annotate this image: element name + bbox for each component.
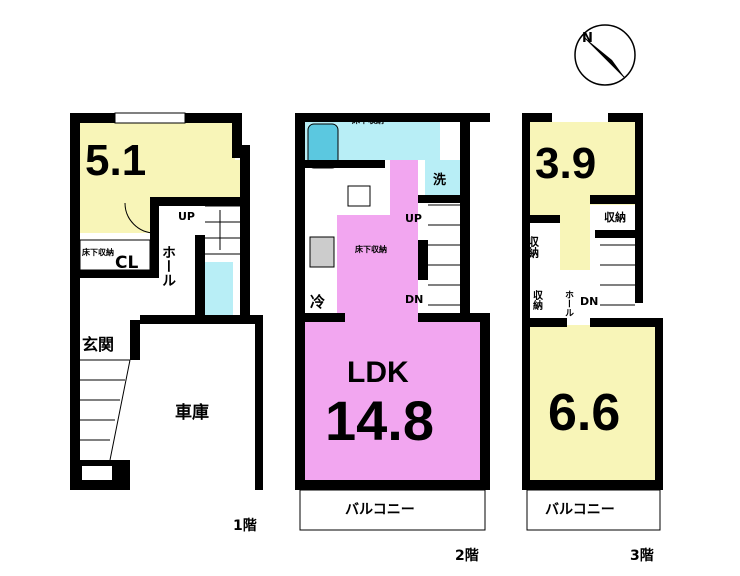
entrance-label: 玄関 <box>82 335 114 354</box>
closet-label: CL <box>115 253 138 273</box>
ldk-label: LDK <box>347 356 409 389</box>
stairs-up-label: UP <box>405 212 422 225</box>
laundry-label: 洗 <box>433 172 446 188</box>
stairs-down-label: DN <box>580 295 598 308</box>
floor-2-label: 2階 <box>455 547 479 564</box>
stove-icon <box>347 185 371 207</box>
storage-label: 収納 <box>604 210 626 224</box>
underfloor-storage-bath-label: 床下収納 <box>352 115 384 125</box>
balcony-3f <box>526 489 661 531</box>
stairs-down-label: DN <box>405 293 423 306</box>
floor-1-label: 1階 <box>233 517 257 534</box>
laundry <box>425 160 460 195</box>
ldk-room <box>305 160 480 480</box>
floor-2: 床下収納 床下収納 洗 冷 UP DN LDK 14.8 バルコニー 2階 <box>295 113 490 564</box>
room-3-9 <box>530 122 635 270</box>
room-3-9-size-label: 3.9 <box>535 139 596 188</box>
floor-3: 3.9 6.6 収納 収納 収納 ホール DN バルコニー 3階 <box>522 113 663 564</box>
room-6-6 <box>530 325 655 480</box>
ldk-size-label: 14.8 <box>325 389 434 452</box>
hall-label: ホール <box>160 245 176 287</box>
floor-3-label: 3階 <box>630 547 654 564</box>
floor-1: 5.1 CL 床下収納 UP ホール 玄関 車庫 1階 <box>70 112 263 534</box>
balcony-3f-label: バルコニー <box>545 502 615 518</box>
bedroom-5-1 <box>80 122 240 233</box>
bedroom-size-label: 5.1 <box>85 136 146 185</box>
underfloor-storage-kitchen-label: 床下収納 <box>355 244 387 254</box>
compass: N <box>574 24 636 86</box>
toilet <box>205 262 233 317</box>
compass-label: N <box>582 31 593 46</box>
hall-label: ホール <box>563 290 574 317</box>
balcony-2f-label: バルコニー <box>345 502 415 518</box>
balcony-2f <box>299 489 486 531</box>
garage-label: 車庫 <box>175 402 209 423</box>
room-6-6-size-label: 6.6 <box>548 384 620 442</box>
stairs-up-label: UP <box>178 210 195 223</box>
sink-icon <box>309 236 335 268</box>
storage-label: 収納 <box>527 236 540 259</box>
underfloor-storage-label: 床下収納 <box>82 247 114 257</box>
storage-label: 収納 <box>531 290 543 311</box>
fridge-label: 冷 <box>310 293 325 311</box>
